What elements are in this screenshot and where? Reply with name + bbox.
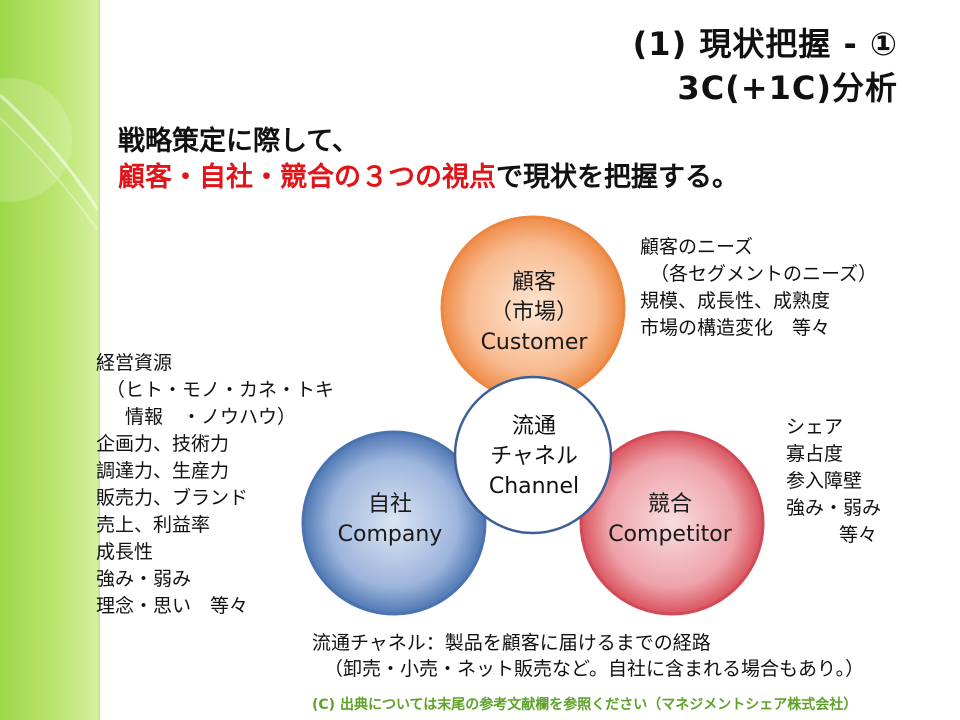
- channel-label: 流通 チャネル Channel: [452, 412, 616, 502]
- company-note-item: 強み・弱み: [96, 568, 192, 590]
- customer-note-item: 顧客のニーズ: [640, 236, 754, 258]
- customer-label: 顧客 （市場） Customer: [444, 268, 624, 358]
- competitor-label-jp: 競合: [647, 492, 692, 517]
- company-circle: [301, 430, 487, 616]
- decorative-sidebar: [0, 0, 98, 720]
- competitor-note-item: シェア: [786, 416, 844, 438]
- competitor-note-item: 強み・弱み: [786, 497, 882, 519]
- channel-definition-main: 流通チャネル：製品を顧客に届けるまでの経路: [312, 632, 711, 654]
- company-note-item: 企画力、技術力: [96, 433, 230, 455]
- company-note-item: 経営資源: [96, 352, 173, 374]
- slide-title: (1) 現状把握 - ① 3C(+1C)分析: [633, 22, 898, 110]
- copyright-footer: (C) 出典については末尾の参考文献欄を参照ください（マネジメントシェア株式会社…: [312, 697, 858, 713]
- company-note-item: 調達力、生産力: [96, 460, 230, 482]
- title-line-1: (1) 現状把握 - ①: [632, 25, 898, 63]
- channel-label-jp: 流通: [511, 414, 556, 439]
- channel-label-sub: チャネル: [490, 444, 578, 469]
- intro-line-2: 顧客・自社・競合の３つの視点で現状を把握する。: [118, 160, 739, 196]
- company-note-item: 成長性: [96, 541, 154, 563]
- competitor-notes: シェア 寡占度 参入障壁 強み・弱み 等々: [786, 414, 881, 549]
- intro-line-1: 戦略策定に際して、: [118, 126, 359, 157]
- competitor-label-en: Competitor: [608, 522, 732, 547]
- channel-circle: [453, 375, 613, 535]
- competitor-note-item: 寡占度: [786, 443, 844, 465]
- customer-label-sub: （市場）: [489, 300, 578, 325]
- company-label-en: Company: [337, 522, 443, 547]
- competitor-note-item: 等々: [839, 524, 878, 546]
- customer-label-jp: 顧客: [511, 270, 556, 295]
- competitor-note-item: 参入障壁: [786, 470, 863, 492]
- customer-note-item: （各セグメントのニーズ）: [650, 263, 878, 285]
- sidebar-divider: [98, 0, 100, 720]
- company-note-item: 販売力、ブランド: [96, 487, 249, 509]
- company-notes: 経営資源 （ヒト・モノ・カネ・トキ 情報 ・ノウハウ） 企画力、技術力 調達力、…: [96, 350, 334, 620]
- company-note-item: （ヒト・モノ・カネ・トキ: [106, 379, 335, 401]
- intro-highlight: 顧客・自社・競合の３つの視点: [118, 162, 496, 193]
- customer-notes: 顧客のニーズ （各セグメントのニーズ） 規模、成長性、成熟度 市場の構造変化 等…: [640, 234, 877, 342]
- competitor-circle: [579, 430, 765, 616]
- title-line-2: 3C(+1C)分析: [677, 69, 898, 107]
- intro-text: 戦略策定に際して、 顧客・自社・競合の３つの視点で現状を把握する。: [118, 124, 739, 196]
- sidebar-arc-decoration: [0, 78, 98, 231]
- channel-label-en: Channel: [488, 474, 580, 499]
- customer-note-item: 規模、成長性、成熟度: [640, 290, 831, 312]
- intro-rest: で現状を把握する。: [496, 162, 739, 193]
- competitor-label: 競合 Competitor: [580, 490, 760, 550]
- customer-label-en: Customer: [480, 330, 588, 355]
- company-label-jp: 自社: [367, 492, 412, 517]
- channel-definition-sub: （卸売・小売・ネット販売など。自社に含まれる場合もあり。）: [324, 658, 865, 680]
- customer-note-item: 市場の構造変化 等々: [640, 317, 831, 339]
- company-note-item: 理念・思い 等々: [96, 595, 249, 617]
- company-note-item: 情報 ・ノウハウ）: [106, 406, 297, 428]
- company-label: 自社 Company: [300, 490, 480, 550]
- company-note-item: 売上、利益率: [96, 514, 211, 536]
- channel-definition: 流通チャネル：製品を顧客に届けるまでの経路 （卸売・小売・ネット販売など。自社に…: [312, 630, 864, 682]
